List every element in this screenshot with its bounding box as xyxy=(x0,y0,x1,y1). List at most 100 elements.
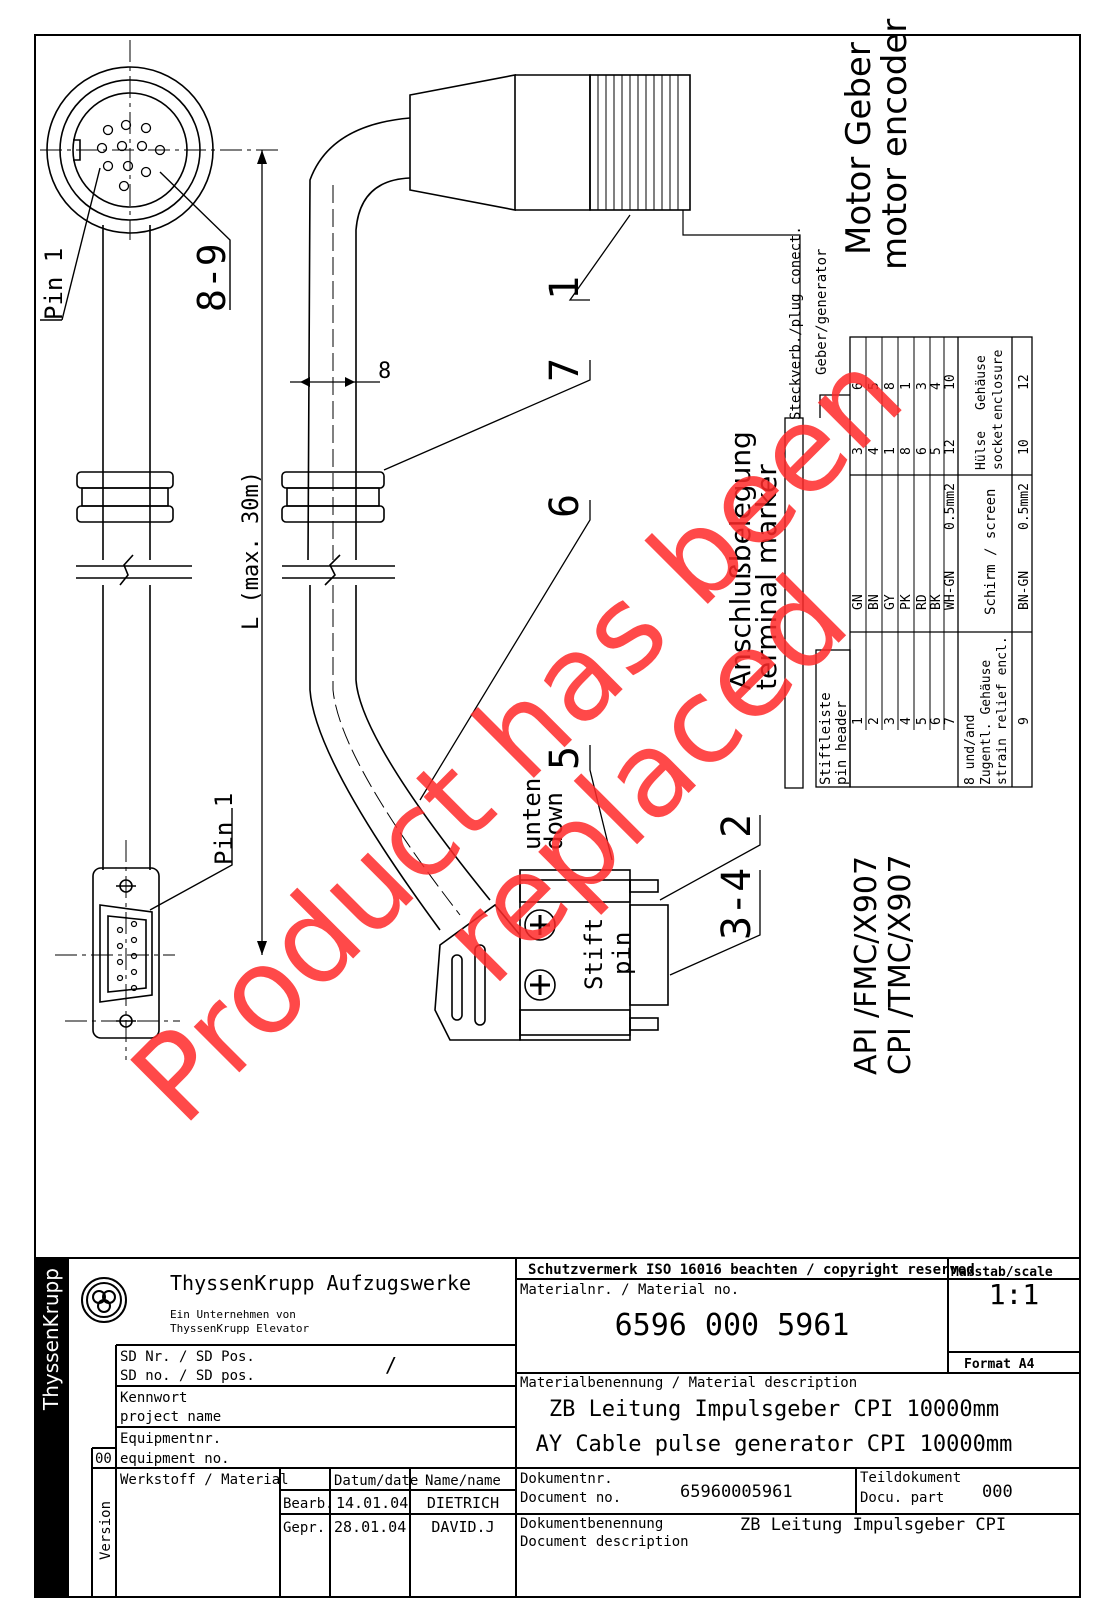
company-name: ThyssenKrupp Aufzugswerke xyxy=(170,1271,471,1295)
format: Format A4 xyxy=(964,1357,1035,1372)
doc-desc: ZB Leitung Impulsgeber CPI xyxy=(740,1515,1006,1535)
pin-row-1-socket: 3 xyxy=(851,447,866,455)
copyright: Schutzvermerk ISO 16016 beachten / copyr… xyxy=(528,1262,975,1278)
brand-strip xyxy=(35,1258,68,1597)
terminal-title-en: terminal marker xyxy=(750,464,783,690)
pin-row-2-enclosure: 5 xyxy=(867,382,882,390)
side-brand: ThyssenKrupp xyxy=(39,1268,63,1411)
pin-row-3-wire: GY xyxy=(883,594,898,610)
dim-8-9-label: 8-9 xyxy=(190,243,234,312)
pin-table-enclosure-de: Gehäuse xyxy=(974,355,989,410)
pin-table-pinheader-de: Stiftleiste xyxy=(818,692,834,785)
pin-row-2-socket: 4 xyxy=(867,447,882,455)
doc-part-label-1: Teildokument xyxy=(860,1470,961,1486)
pin-table-enclosure-en: enclosure xyxy=(991,349,1006,420)
pin-table-pinheader-en: pin header xyxy=(834,701,850,785)
doc-desc-label-1: Dokumentbenennung xyxy=(520,1516,663,1532)
pin-label-de: Stift xyxy=(580,918,608,990)
material-no: 6596 000 5961 xyxy=(615,1308,850,1343)
material-desc-en: AY Cable pulse generator CPI 10000mm xyxy=(536,1432,1013,1457)
doc-part-label-2: Docu. part xyxy=(860,1490,944,1506)
pin-row-3-socket: 1 xyxy=(883,447,898,455)
pin-row-4-pin: 4 xyxy=(899,717,914,725)
bent-cable xyxy=(281,74,691,1041)
variant-api: API /FMC/X907 xyxy=(849,856,884,1075)
pin-row-3-pin: 3 xyxy=(883,717,898,725)
callout-2: 2 xyxy=(714,814,760,838)
down-label-en: down xyxy=(540,792,568,850)
pin-row-7-socket: 12 xyxy=(943,439,958,455)
dim-length-label: L (max. 30m) xyxy=(239,471,264,630)
pin-row-7-wire: WH-GN xyxy=(943,571,958,610)
datum-label: Datum/date xyxy=(334,1473,418,1489)
variant-cpi: CPI /TMC/X907 xyxy=(883,854,918,1075)
dim-8-label: 8 xyxy=(378,359,391,384)
callout-1: 1 xyxy=(542,276,588,300)
pin-row-6-wire: BK xyxy=(929,594,944,610)
pin1-top-label: Pin 1 xyxy=(40,248,68,320)
company-sub1: Ein Unternehmen von xyxy=(170,1308,296,1321)
material-no-label: Materialnr. / Material no. xyxy=(520,1282,739,1298)
down-label-de: unten xyxy=(518,778,546,850)
werkstoff-label: Werkstoff / Material xyxy=(120,1472,289,1488)
version-label: Version xyxy=(98,1501,114,1560)
company-sub2: ThyssenKrupp Elevator xyxy=(170,1322,309,1335)
name-label: Name/name xyxy=(425,1473,501,1489)
pin-row-5-pin: 5 xyxy=(915,717,930,725)
pin-row-9-wire: BN-GN xyxy=(1017,571,1032,610)
keyword-label-2: project name xyxy=(120,1409,221,1425)
pin-row-3-enclosure: 8 xyxy=(883,382,898,390)
pin-row-1-pin: 1 xyxy=(851,717,866,725)
pin-table-socket-de: Hülse xyxy=(974,431,989,470)
material-desc-label: Materialbenennung / Material description xyxy=(520,1375,857,1391)
pin-row-6-enclosure: 4 xyxy=(929,382,944,390)
pin-table-strain-2: Zugentl. Gehäuse xyxy=(979,660,994,785)
pin-table-text: 1GN362BN453GY184PK815RD636BK547WH-GN0.5m… xyxy=(851,374,1032,725)
doc-no-label-1: Dokumentnr. xyxy=(520,1471,613,1487)
pin-row-6-pin: 6 xyxy=(929,717,944,725)
gepr-label: Gepr. xyxy=(283,1520,325,1536)
pin-row-9-socket: 10 xyxy=(1017,439,1032,455)
pin-row-9-enclosure: 12 xyxy=(1017,374,1032,390)
pin-table-header-encoder: Geber/generator xyxy=(814,249,830,375)
pin-row-4-wire: PK xyxy=(899,594,914,610)
bearb-name: DIETRICH xyxy=(427,1494,499,1512)
callout-7: 7 xyxy=(542,358,588,382)
callout-3-4: 3-4 xyxy=(714,868,760,940)
scale-label: Maßstab/scale xyxy=(951,1265,1053,1280)
sd-label-2: SD no. / SD pos. xyxy=(120,1368,255,1384)
pin-table-socket-en: socket xyxy=(991,423,1006,470)
pin-row-5-socket: 6 xyxy=(915,447,930,455)
material-desc-de: ZB Leitung Impulsgeber CPI 10000mm xyxy=(549,1397,999,1422)
pin-row-1-enclosure: 6 xyxy=(851,382,866,390)
replaced-watermark: Product has been replaced xyxy=(105,325,928,1148)
equip-label-2: equipment no. xyxy=(120,1451,230,1467)
pin-row-7-enclosure: 10 xyxy=(943,374,958,390)
pin-table-strain-1: 8 und/and xyxy=(963,715,978,785)
pin-row-5-wire: RD xyxy=(915,594,930,610)
pin-row-1-wire: GN xyxy=(851,594,866,610)
pin-row-4-enclosure: 1 xyxy=(899,382,914,390)
title-block xyxy=(34,1257,1081,1598)
equip-label-1: Equipmentnr. xyxy=(120,1431,221,1447)
pin-table xyxy=(784,336,1033,789)
thyssenkrupp-logo xyxy=(81,1277,127,1323)
pin1-bottom-label: Pin 1 xyxy=(210,793,238,865)
pin-row-5-enclosure: 3 xyxy=(915,382,930,390)
callout-numbers: 1 7 6 5 2 3-4 xyxy=(542,276,760,940)
callout-5: 5 xyxy=(542,746,588,770)
sd-value: / xyxy=(385,1353,397,1377)
keyword-label-1: Kennwort xyxy=(120,1390,187,1406)
version-value: 00 xyxy=(95,1451,112,1467)
bearb-date: 14.01.04 xyxy=(336,1494,408,1512)
pin-row-7-pin: 7 xyxy=(943,717,958,725)
pin-table-strain-3: strain relief encl. xyxy=(995,636,1010,785)
pin-table-screen: Schirm / screen xyxy=(983,489,999,615)
gepr-name: DAVID.J xyxy=(431,1518,494,1536)
pin-row-9-pin: 9 xyxy=(1017,717,1032,725)
pin-table-header-plug: Steckverb./plug conect. xyxy=(788,226,804,420)
sd-label-1: SD Nr. / SD Pos. xyxy=(120,1349,255,1365)
pin-row-9-size: 0.5mm2 xyxy=(1017,483,1032,530)
doc-part: 000 xyxy=(982,1482,1013,1502)
